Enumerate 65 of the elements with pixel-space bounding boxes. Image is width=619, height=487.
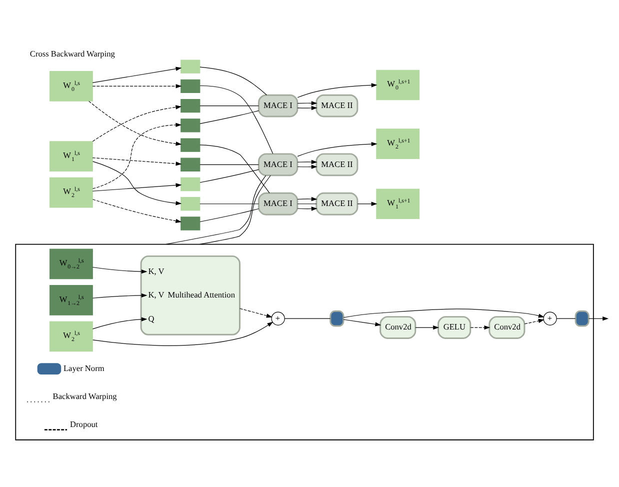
node-box (180, 118, 200, 132)
connector (200, 110, 259, 124)
node-box (330, 310, 344, 326)
node-box (180, 138, 200, 152)
arrow (524, 318, 544, 324)
node-box: MACE I (258, 94, 298, 117)
arrow (92, 157, 182, 166)
arrow (297, 105, 318, 110)
arrow (92, 316, 148, 329)
connector (200, 168, 259, 182)
legend-label: Backward Warping (52, 391, 117, 400)
node-box (180, 157, 200, 171)
connector (200, 203, 259, 204)
node-box (180, 216, 200, 230)
arrow (92, 321, 274, 346)
arrow (415, 324, 440, 330)
node-circle: + (271, 311, 285, 325)
node-box: MACE I (258, 192, 298, 215)
node-box: Conv2d (380, 316, 416, 338)
node-box (574, 310, 590, 326)
connector (297, 203, 317, 204)
arrow (343, 318, 382, 326)
node-box: Conv2d (488, 316, 526, 338)
node-box: GELU (438, 316, 472, 338)
node-box (180, 196, 200, 210)
arrow (92, 160, 182, 205)
node-box: MACE II (316, 192, 358, 215)
arrow (240, 308, 272, 318)
arrow (297, 142, 378, 156)
connector (200, 144, 270, 193)
arrow (343, 308, 544, 318)
arrow (92, 292, 148, 298)
node-box (180, 98, 200, 112)
arrow (297, 159, 318, 164)
label: Cross Backward Warping (30, 48, 115, 58)
arrow (297, 82, 378, 98)
connector (200, 208, 259, 222)
node-box (180, 78, 200, 93)
arrow (92, 266, 148, 274)
arrow (92, 122, 182, 188)
connector (200, 66, 267, 95)
connector (200, 84, 274, 154)
connector (200, 105, 259, 106)
connector (199, 174, 271, 244)
arrow (588, 316, 609, 320)
node-box (180, 59, 200, 73)
arrow (297, 206, 318, 210)
node-circle: + (543, 311, 557, 325)
arrow (297, 164, 318, 168)
node-box: MACE I (258, 152, 298, 176)
connector (166, 174, 266, 244)
arrow (297, 100, 318, 105)
arrow (357, 201, 378, 206)
arrow (92, 66, 182, 83)
node-box (180, 176, 200, 191)
cluster (15, 243, 594, 440)
arrow (470, 324, 490, 330)
node-box: MACE II (316, 152, 358, 176)
arrow (297, 196, 318, 201)
legend-label: Layer Norm (63, 364, 104, 373)
arrow (92, 198, 182, 222)
node-box: MACE II (316, 94, 358, 117)
arrow (92, 84, 182, 88)
legend-label: Dropout (70, 419, 98, 428)
arrow (92, 182, 182, 191)
